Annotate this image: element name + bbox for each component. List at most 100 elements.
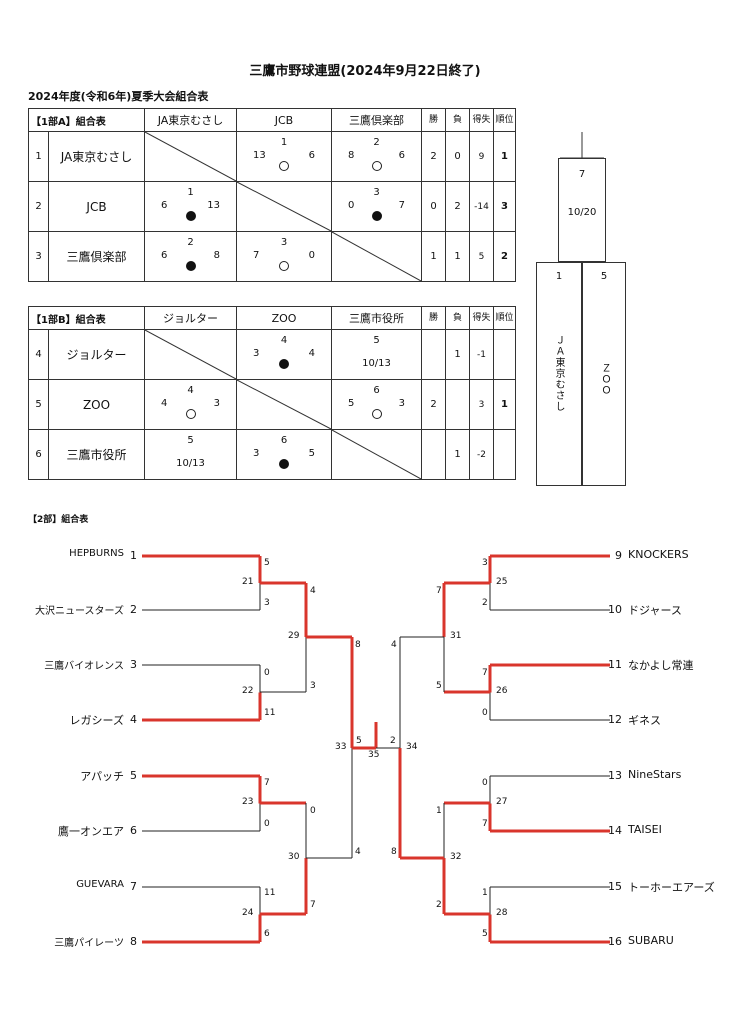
rank: 2	[493, 231, 516, 282]
score: 3	[482, 558, 488, 568]
final-right-team: 5 ＺＯＯ	[582, 262, 626, 486]
score: 0	[482, 708, 488, 718]
losses: 2	[445, 181, 470, 232]
game-number: 31	[450, 631, 462, 641]
run-diff: -2	[469, 429, 494, 480]
game-number: 3	[280, 237, 288, 248]
game-number: 4	[280, 335, 288, 346]
score-right: 6	[398, 149, 405, 161]
division2-label: 【2部】組合表	[28, 515, 89, 525]
team-seed: 1	[130, 549, 137, 562]
score: 1	[482, 888, 488, 898]
team-seed: 14	[608, 824, 622, 837]
score: 7	[482, 668, 488, 678]
team-name: ドジャース	[628, 604, 682, 617]
team-name: 三鷹バイオレンス	[44, 661, 124, 672]
team-name: ZOO	[48, 379, 145, 430]
score-left: 4	[161, 397, 168, 409]
col-team-1: JA東京むさし	[144, 108, 237, 132]
final-date: 10/20	[567, 207, 597, 218]
team-name: GUEVARA	[76, 879, 124, 890]
score: 5	[264, 558, 270, 568]
wins: 1	[421, 231, 446, 282]
team-seed: 7	[130, 880, 137, 893]
score: 2	[482, 598, 488, 608]
score: 0	[310, 806, 316, 816]
game-number: 24	[242, 908, 254, 918]
run-diff: -14	[469, 181, 494, 232]
final-right-seed: 5	[600, 271, 608, 282]
win-mark-icon	[279, 261, 289, 271]
game-number: 35	[368, 750, 380, 760]
score-left: 5	[348, 397, 355, 409]
col-team-3: 三鷹倶楽部	[331, 108, 422, 132]
team-name: KNOCKERS	[628, 548, 689, 561]
rank	[493, 429, 516, 480]
score: 11	[264, 888, 276, 898]
score-left: 7	[253, 249, 260, 261]
match-cell: 5 10/13	[144, 429, 237, 480]
win-mark-icon	[185, 409, 196, 419]
game-number: 5	[373, 335, 380, 346]
final-left-name: ＪＡ東京むさし	[553, 335, 564, 412]
col-diff: 得失	[469, 306, 494, 330]
run-diff: 5	[469, 231, 494, 282]
game-number: 33	[335, 742, 347, 752]
game-number: 5	[187, 435, 194, 446]
team-seed: 13	[608, 769, 622, 782]
score-right: 3	[398, 397, 405, 409]
score: 3	[264, 598, 270, 608]
score-left: 0	[348, 199, 355, 211]
game-number: 28	[496, 908, 508, 918]
game-number: 6	[280, 435, 288, 446]
score: 7	[264, 778, 270, 788]
loss-mark-icon	[279, 459, 289, 469]
score: 0	[482, 778, 488, 788]
score: 0	[264, 668, 270, 678]
score-right: 3	[213, 397, 220, 409]
team-name: ジョルター	[48, 329, 145, 380]
score-right: 5	[308, 447, 315, 459]
loss-mark-icon	[185, 261, 196, 271]
game-number: 32	[450, 852, 462, 862]
team-name: 三鷹市役所	[48, 429, 145, 480]
score: 4	[310, 586, 316, 596]
score: 11	[264, 708, 276, 718]
col-team-3: 三鷹市役所	[331, 306, 422, 330]
score: 2	[390, 736, 396, 746]
col-team-2: ZOO	[236, 306, 332, 330]
game-number: 1	[187, 187, 194, 198]
col-team-1: ジョルター	[144, 306, 237, 330]
team-name: レガシーズ	[69, 714, 124, 727]
self-match-cell	[236, 379, 332, 430]
game-number: 29	[288, 631, 300, 641]
game-number: 23	[242, 797, 254, 807]
final-left-seed: 1	[555, 271, 563, 282]
score-left: 6	[161, 249, 168, 261]
score: 8	[355, 640, 361, 650]
team-seed: 9	[615, 549, 622, 562]
team-name: NineStars	[628, 768, 682, 781]
final-right-name: ＺＯＯ	[599, 363, 610, 396]
wins	[421, 429, 446, 480]
score: 5	[436, 681, 442, 691]
score: 2	[436, 900, 442, 910]
scheduled-date: 10/13	[176, 457, 205, 469]
final-game-number: 7	[578, 169, 586, 180]
loss-mark-icon	[371, 211, 382, 221]
score-left: 13	[253, 149, 266, 161]
page-subtitle: 2024年度(令和6年)夏季大会組合表	[28, 90, 209, 103]
game-number: 25	[496, 577, 508, 587]
score: 8	[391, 847, 397, 857]
team-seed: 4	[130, 713, 137, 726]
